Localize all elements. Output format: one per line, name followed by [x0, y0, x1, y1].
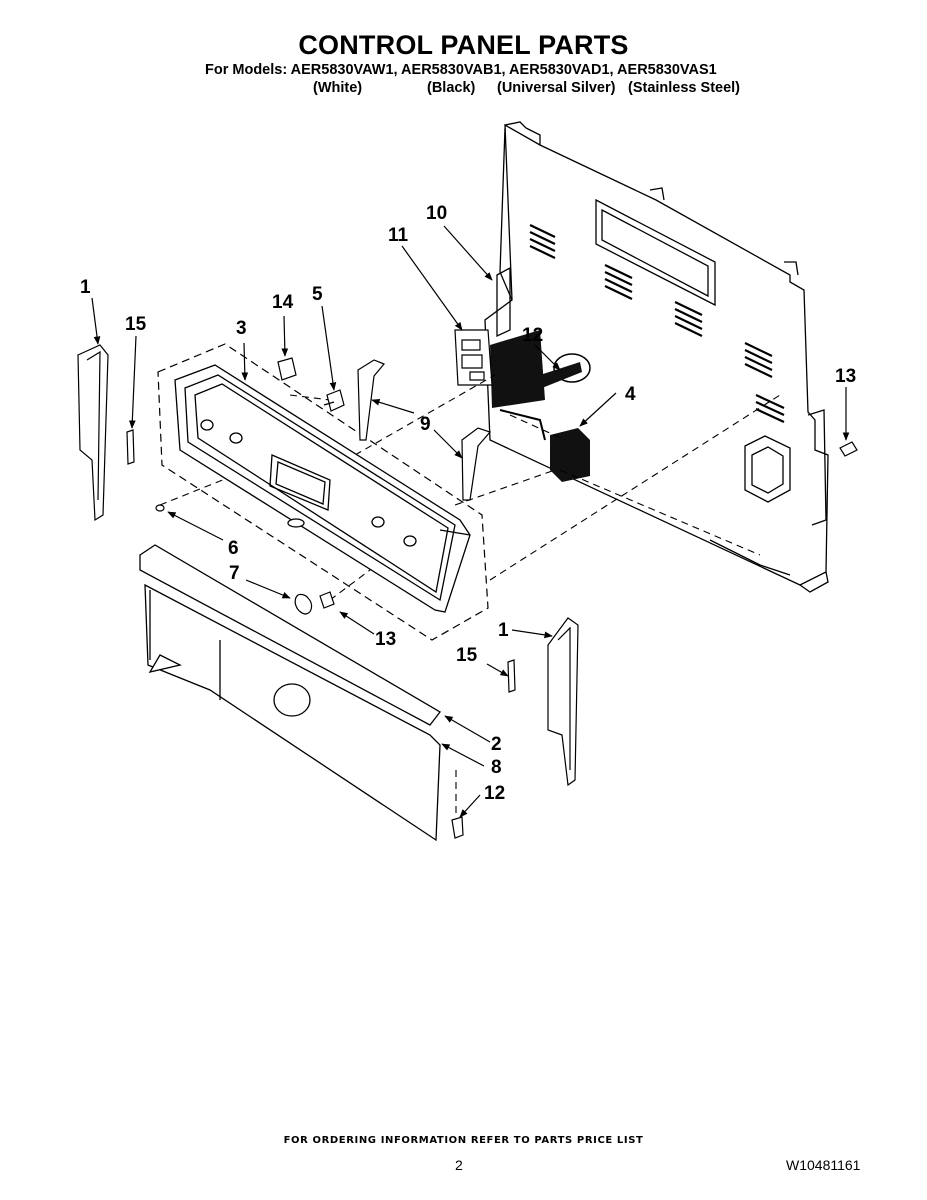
callout-4: 4 — [625, 384, 636, 405]
screws — [155, 441, 858, 839]
finish-stainless-steel: (Stainless Steel) — [628, 80, 741, 96]
finish-universal-silver: (Universal Silver) — [497, 80, 616, 96]
callout-15-left: 15 — [125, 314, 147, 335]
callout-5: 5 — [312, 284, 323, 305]
finish-black: (Black) — [427, 80, 476, 96]
callout-11: 11 — [388, 225, 409, 246]
console-outline — [157, 343, 489, 641]
callout-1-right: 1 — [498, 620, 509, 641]
document-number: W10481161 — [786, 1157, 861, 1173]
console-panel — [174, 364, 471, 613]
finish-white: (White) — [313, 80, 363, 96]
leader-arrows — [91, 225, 850, 818]
callout-2: 2 — [491, 734, 502, 755]
terminal-block — [550, 428, 590, 482]
page-number: 2 — [455, 1157, 463, 1173]
spring-clips — [126, 429, 516, 693]
callout-3: 3 — [236, 318, 247, 339]
ordering-note: FOR ORDERING INFORMATION REFER TO PARTS … — [283, 1135, 644, 1146]
lower-panel — [139, 544, 441, 842]
control-board — [454, 329, 493, 386]
callout-12-harness: 12 — [522, 325, 543, 346]
callout-10: 10 — [426, 203, 447, 224]
callout-13-lower: 13 — [375, 629, 396, 650]
callout-12-lower: 12 — [484, 783, 505, 804]
callout-1-left: 1 — [80, 277, 91, 298]
retaining-clips — [357, 359, 492, 501]
back-panel-vents — [529, 224, 785, 423]
page-title: CONTROL PANEL PARTS — [298, 30, 629, 60]
models-line: For Models: AER5830VAW1, AER5830VAB1, AE… — [205, 62, 717, 78]
callout-15-right: 15 — [456, 645, 478, 666]
callout-6: 6 — [228, 538, 239, 559]
callout-labels: 1 15 14 5 3 10 11 12 9 4 13 6 7 13 1 15 … — [80, 203, 856, 804]
callout-8: 8 — [491, 757, 502, 778]
callout-9: 9 — [420, 414, 431, 435]
side-trims — [77, 344, 579, 787]
finishes-row: (White) (Black) (Universal Silver) (Stai… — [0, 80, 927, 100]
wiring-harness — [490, 330, 582, 441]
callout-7: 7 — [229, 563, 240, 584]
small-parts — [277, 357, 345, 412]
callout-14: 14 — [272, 292, 294, 313]
callout-13-right: 13 — [835, 366, 856, 387]
